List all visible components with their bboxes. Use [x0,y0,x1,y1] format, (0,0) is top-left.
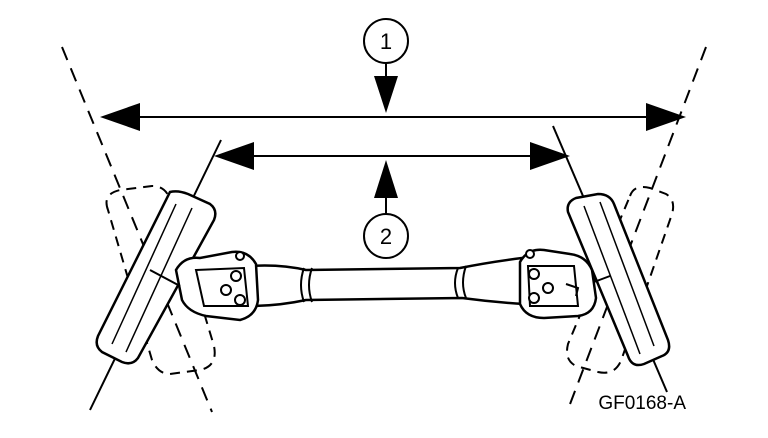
dimension-line-1 [100,103,686,131]
axle-beam [248,256,526,308]
figure-code: GF0168-A [598,393,686,414]
left-spindle-knuckle [149,250,260,322]
callout-1-label: 1 [380,29,392,54]
right-wheel-dashed-outline [566,186,675,374]
dimension-line-2 [214,142,570,170]
callout-2: 2 [363,160,409,259]
right-outer-dashed-centerline [566,46,707,413]
right-spindle-knuckle [518,248,611,320]
right-tire [566,192,671,367]
left-wheel-dashed-outline [105,184,216,376]
callout-1: 1 [363,18,409,113]
callout-2-label: 2 [380,224,392,249]
left-tire [95,190,217,365]
left-outer-dashed-centerline [61,46,213,413]
